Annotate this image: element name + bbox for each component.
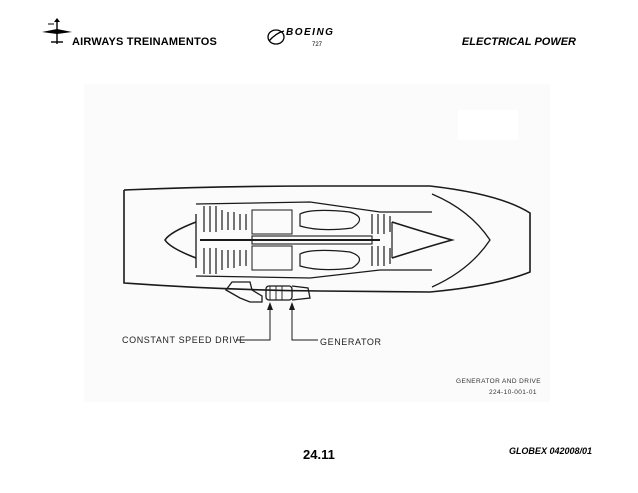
leader-lines (236, 306, 318, 341)
brand-name: BOEING (286, 27, 335, 38)
section-title: ELECTRICAL POWER (461, 36, 576, 48)
nacelle-outline (123, 185, 531, 303)
leader-arrows (267, 302, 295, 310)
caption-title: GENERATOR AND DRIVE (456, 378, 541, 385)
boeing-logo-icon (266, 27, 286, 52)
turbine-blades (371, 214, 391, 266)
label-constant-speed-drive: CONSTANT SPEED DRIVE (122, 335, 246, 345)
company-name: AIRWAYS TREINAMENTOS (72, 36, 217, 48)
caption-code: 224-10-001-01 (489, 389, 537, 396)
label-generator: GENERATOR (320, 337, 382, 347)
company-logo-icon (40, 18, 74, 53)
document-code: GLOBEX 042008/01 (508, 446, 592, 456)
compressor-blades (203, 206, 247, 274)
page-number: 24.11 (303, 447, 335, 462)
aircraft-model: 727 (312, 42, 323, 48)
